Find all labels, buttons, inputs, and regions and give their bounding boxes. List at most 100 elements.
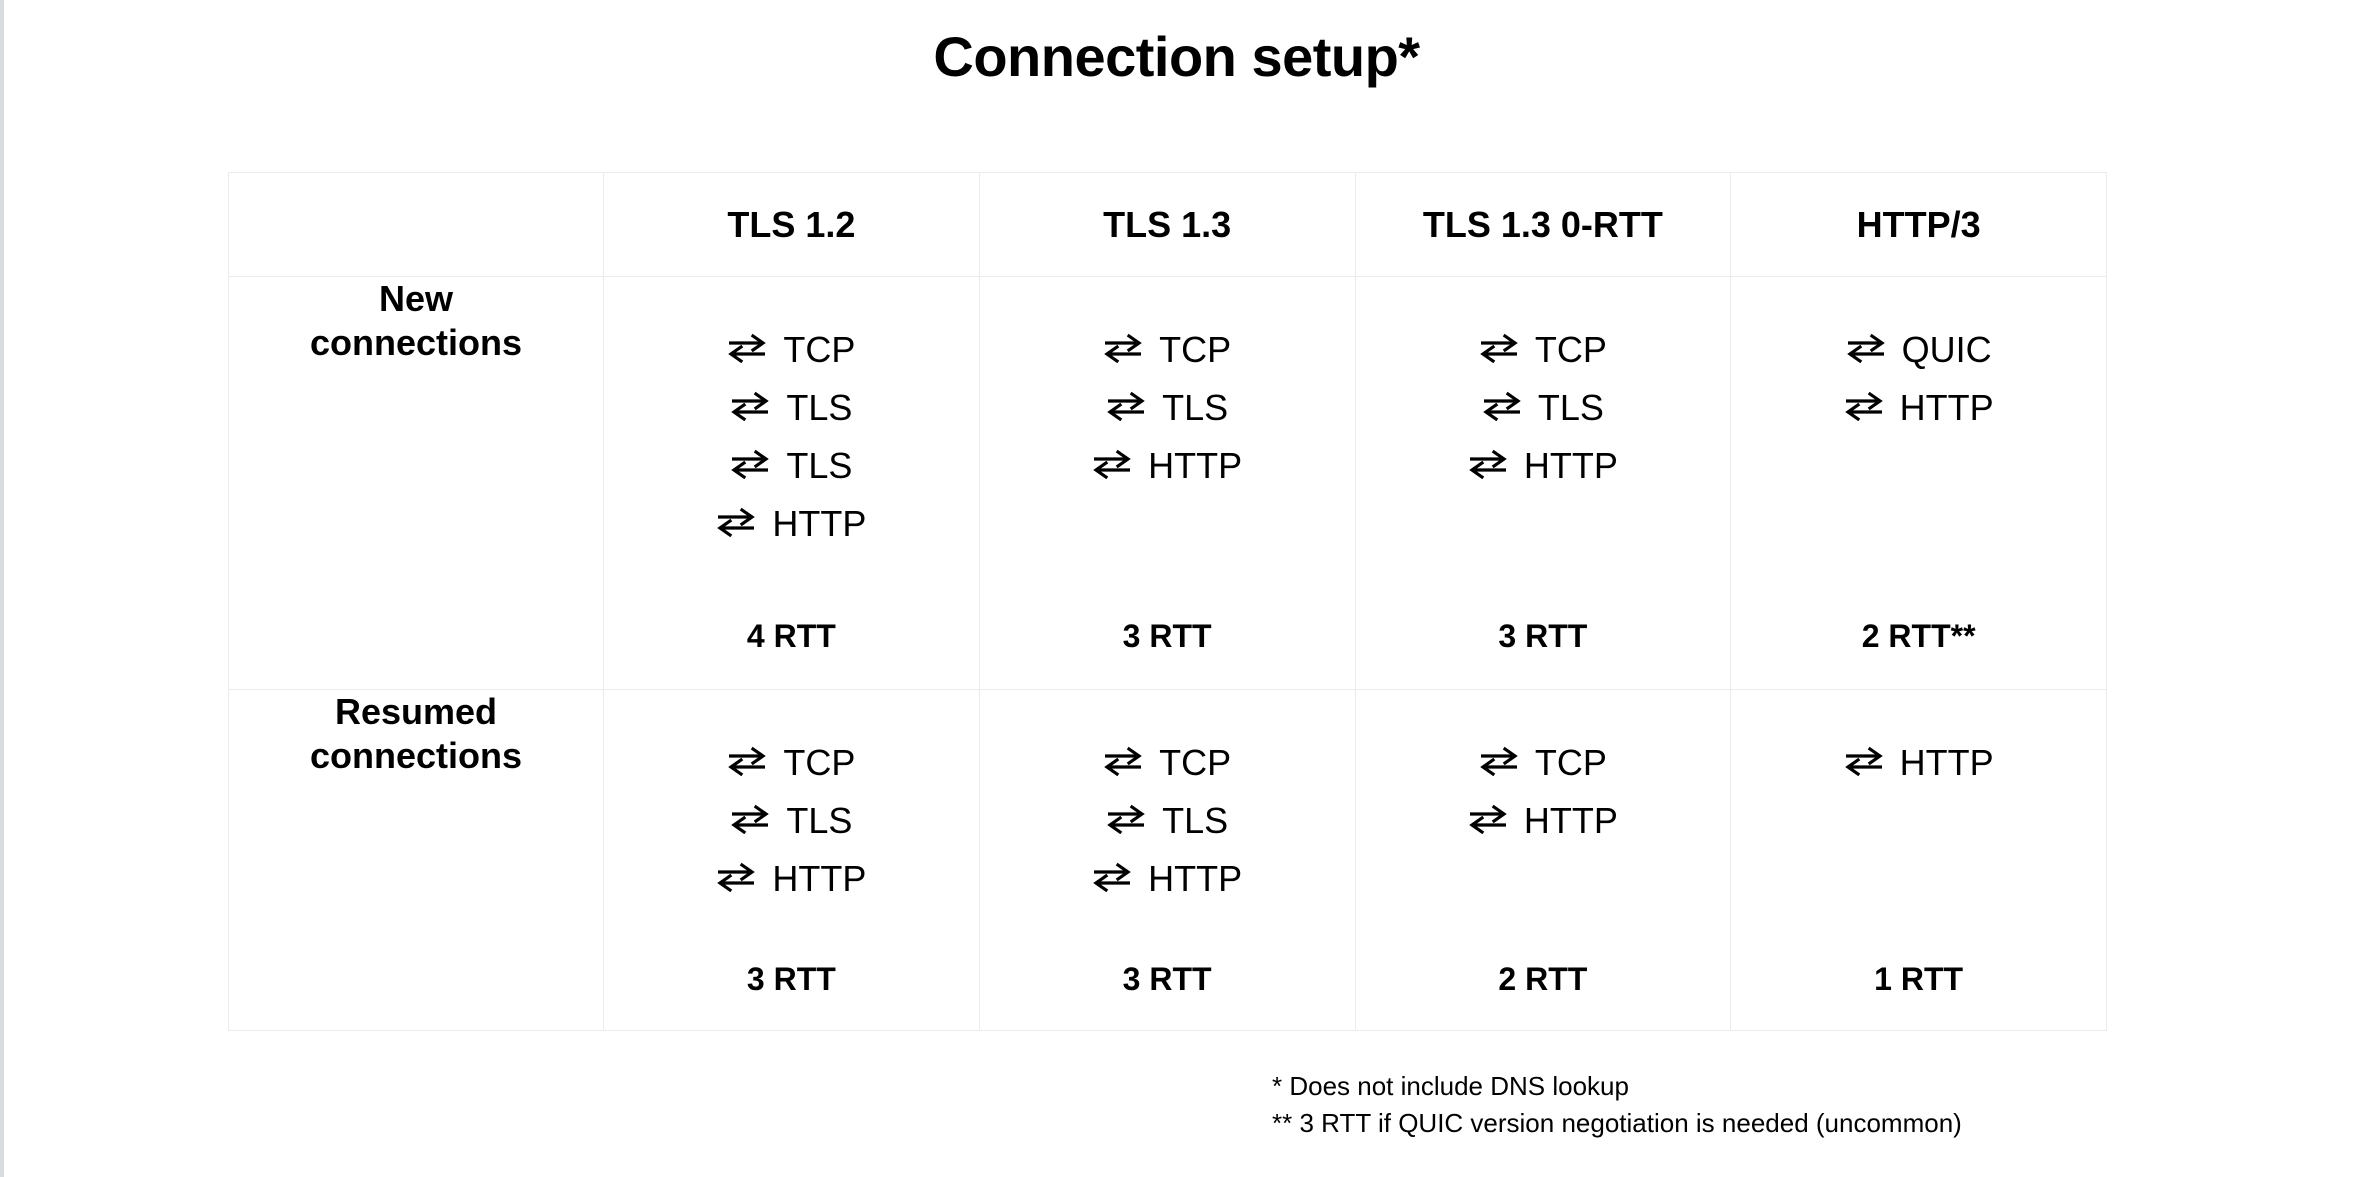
protocol-step-label: HTTP	[772, 858, 867, 899]
step-list: HTTP	[1731, 734, 2106, 792]
cell-resumed-tls12: TCP TLS HTTP 3 RTT	[603, 689, 980, 1031]
cell-new-tls13: TCP TLS HTTP 3 RTT	[978, 276, 1356, 690]
rtt-value: 4 RTT	[746, 618, 836, 654]
exchange-arrows-icon	[730, 449, 770, 479]
cell-new-http3: QUIC HTTP 2 RTT**	[1730, 276, 2107, 690]
protocol-step-label: HTTP	[1899, 387, 1994, 428]
protocol-step: QUIC	[1846, 321, 1992, 379]
step-list: TCP TLS HTTP	[980, 321, 1355, 495]
rtt-value: 3 RTT	[1498, 618, 1588, 654]
exchange-arrows-icon	[716, 507, 756, 537]
step-list: TCP TLS HTTP	[980, 734, 1355, 908]
protocol-step-label: TCP	[1534, 742, 1607, 783]
protocol-step: HTTP	[1468, 792, 1618, 850]
protocol-step-label: HTTP	[1899, 742, 1994, 783]
exchange-arrows-icon	[727, 746, 767, 776]
step-list: TCP HTTP	[1356, 734, 1731, 850]
row-header-resumed-connections: Resumed connections	[228, 689, 604, 1031]
protocol-step: HTTP	[1844, 734, 1994, 792]
protocol-step: HTTP	[1844, 379, 1994, 437]
rtt-value: 3 RTT	[1122, 961, 1212, 997]
protocol-step-label: TLS	[786, 445, 853, 486]
exchange-arrows-icon	[1106, 804, 1146, 834]
protocol-step: HTTP	[716, 495, 866, 553]
cell-new-tls12: TCP TLS TLS HTTP 4 RTT	[603, 276, 980, 690]
protocol-step-label: TCP	[1534, 329, 1607, 370]
protocol-step: HTTP	[1092, 437, 1242, 495]
protocol-step-label: TLS	[1162, 387, 1229, 428]
protocol-step: TCP	[1103, 734, 1231, 792]
rtt-value: 1 RTT	[1874, 961, 1964, 997]
protocol-step: TCP	[1103, 321, 1231, 379]
footnotes: * Does not include DNS lookup ** 3 RTT i…	[1272, 1068, 1962, 1142]
row-header-new-connections: New connections	[228, 276, 604, 690]
exchange-arrows-icon	[730, 804, 770, 834]
column-header-tls12: TLS 1.2	[603, 172, 980, 277]
page-title: Connection setup*	[933, 25, 1420, 88]
protocol-step: HTTP	[1468, 437, 1618, 495]
protocol-step-label: TCP	[1159, 742, 1232, 783]
exchange-arrows-icon	[1468, 804, 1508, 834]
exchange-arrows-icon	[1482, 391, 1522, 421]
exchange-arrows-icon	[1092, 449, 1132, 479]
exchange-arrows-icon	[727, 333, 767, 363]
exchange-arrows-icon	[1103, 746, 1143, 776]
rtt-value: 2 RTT**	[1861, 618, 1976, 654]
step-list: TCP TLS HTTP	[604, 734, 979, 908]
rtt-value: 2 RTT	[1498, 961, 1588, 997]
column-header-tls13: TLS 1.3	[978, 172, 1356, 277]
protocol-step-label: HTTP	[1523, 445, 1618, 486]
table-header-row: TLS 1.2 TLS 1.3 TLS 1.3 0-RTT HTTP/3	[228, 172, 2107, 277]
cell-resumed-http3: HTTP 1 RTT	[1730, 689, 2107, 1031]
slide-left-edge	[0, 0, 4, 1177]
column-header-tls13-0rtt: TLS 1.3 0-RTT	[1354, 172, 1732, 277]
footnote-dns: * Does not include DNS lookup	[1272, 1071, 1629, 1101]
protocol-step: HTTP	[716, 850, 866, 908]
protocol-step-label: HTTP	[1148, 858, 1243, 899]
protocol-step: TLS	[1106, 792, 1228, 850]
protocol-step-label: TCP	[783, 329, 856, 370]
column-header-http3: HTTP/3	[1730, 172, 2107, 277]
connection-setup-table: TLS 1.2 TLS 1.3 TLS 1.3 0-RTT HTTP/3 New…	[228, 172, 2107, 1031]
connection-setup-table-wrapper: TLS 1.2 TLS 1.3 TLS 1.3 0-RTT HTTP/3 New…	[228, 172, 2107, 1031]
exchange-arrows-icon	[730, 391, 770, 421]
protocol-step: TCP	[727, 321, 855, 379]
exchange-arrows-icon	[1479, 333, 1519, 363]
protocol-step: TLS	[730, 437, 852, 495]
protocol-step: HTTP	[1092, 850, 1242, 908]
exchange-arrows-icon	[1092, 862, 1132, 892]
cell-resumed-tls13-0rtt: TCP HTTP 2 RTT	[1354, 689, 1732, 1031]
protocol-step: TCP	[1479, 734, 1607, 792]
rtt-value: 3 RTT	[1122, 618, 1212, 654]
cell-resumed-tls13: TCP TLS HTTP 3 RTT	[978, 689, 1356, 1031]
protocol-step-label: HTTP	[1148, 445, 1243, 486]
protocol-step-label: TCP	[1159, 329, 1232, 370]
step-list: QUIC HTTP	[1731, 321, 2106, 437]
exchange-arrows-icon	[1846, 333, 1886, 363]
protocol-step-label: TCP	[783, 742, 856, 783]
exchange-arrows-icon	[1106, 391, 1146, 421]
exchange-arrows-icon	[1103, 333, 1143, 363]
column-header-blank	[228, 172, 604, 277]
exchange-arrows-icon	[1844, 746, 1884, 776]
exchange-arrows-icon	[1844, 391, 1884, 421]
protocol-step-label: TLS	[786, 387, 853, 428]
footnote-quic: ** 3 RTT if QUIC version negotiation is …	[1272, 1107, 1962, 1138]
rtt-value: 3 RTT	[746, 961, 836, 997]
protocol-step: TLS	[730, 792, 852, 850]
protocol-step: TCP	[1479, 321, 1607, 379]
protocol-step-label: TLS	[1162, 800, 1229, 841]
protocol-step-label: TLS	[786, 800, 853, 841]
exchange-arrows-icon	[1468, 449, 1508, 479]
protocol-step-label: QUIC	[1901, 329, 1992, 370]
protocol-step: TCP	[727, 734, 855, 792]
protocol-step-label: HTTP	[772, 503, 867, 544]
protocol-step: TLS	[730, 379, 852, 437]
protocol-step-label: HTTP	[1523, 800, 1618, 841]
protocol-step: TLS	[1106, 379, 1228, 437]
